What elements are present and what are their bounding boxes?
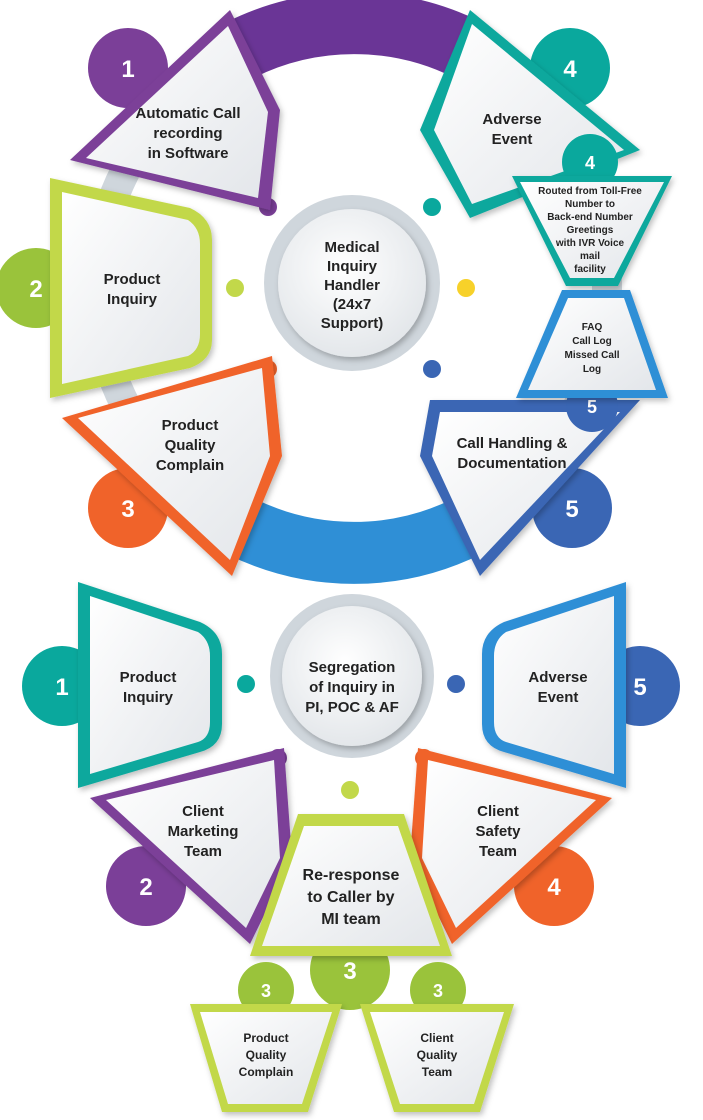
dot-teal bbox=[423, 198, 441, 216]
item-line: recording bbox=[153, 125, 222, 142]
top-sub-4: 4 Routed from Toll-Free Number to Back-e… bbox=[512, 134, 672, 286]
bottom-sub-right: 3 Client Quality Team bbox=[360, 962, 514, 1112]
sub-line: Greetings bbox=[567, 225, 614, 236]
bottom-item-2: 2 Client Marketing Team bbox=[90, 748, 292, 944]
item-line: MI team bbox=[321, 911, 381, 928]
number-label: 5 bbox=[587, 397, 597, 417]
item-line: Team bbox=[184, 843, 222, 860]
number-label: 3 bbox=[433, 981, 443, 1001]
bottom-item-5: 5 Adverse Event bbox=[482, 582, 680, 788]
dot-green bbox=[341, 781, 359, 799]
sub-line: FAQ bbox=[582, 322, 603, 333]
bottom-item-3: 3 Re-response to Caller by MI team bbox=[250, 814, 452, 1010]
number-label: 4 bbox=[547, 874, 561, 901]
dot-yellow bbox=[457, 279, 475, 297]
number-label: 3 bbox=[121, 496, 134, 523]
item-line: Quality bbox=[165, 437, 217, 454]
item-line: Complain bbox=[156, 457, 224, 474]
number-label: 1 bbox=[55, 674, 68, 701]
item-line: Client bbox=[477, 803, 519, 820]
item-line: Re-response bbox=[303, 867, 400, 884]
number-label: 2 bbox=[29, 276, 42, 303]
item-line: Event bbox=[492, 131, 533, 148]
sub-line: Quality bbox=[417, 1048, 458, 1062]
top-item-2: 2 Product Inquiry bbox=[0, 178, 212, 398]
sub-line: Client bbox=[420, 1031, 453, 1045]
number-label: 5 bbox=[565, 496, 578, 523]
sub-line: facility bbox=[574, 264, 606, 275]
item-line: Inquiry bbox=[123, 689, 174, 706]
sub-line: Missed Call bbox=[564, 350, 619, 361]
number-label: 4 bbox=[585, 153, 595, 173]
dot-teal bbox=[237, 675, 255, 693]
item-line: Team bbox=[479, 843, 517, 860]
bottom-sub-left: 3 Product Quality Complain bbox=[190, 962, 342, 1112]
item-line: Adverse bbox=[528, 669, 587, 686]
item-line: Product bbox=[120, 669, 177, 686]
number-label: 3 bbox=[343, 958, 356, 985]
number-label: 1 bbox=[121, 56, 134, 83]
item-line: Automatic Call bbox=[135, 105, 240, 122]
item-line: Event bbox=[538, 689, 579, 706]
sub-line: Quality bbox=[246, 1048, 287, 1062]
item-line: Client bbox=[182, 803, 224, 820]
top-item-1: 1 Automatic Call recording in Software bbox=[70, 10, 280, 210]
top-center-line: Medical bbox=[324, 239, 379, 256]
item-line: Marketing bbox=[168, 823, 239, 840]
bottom-center-line: of Inquiry in bbox=[309, 679, 395, 696]
number-label: 4 bbox=[563, 56, 577, 83]
item-line: Documentation bbox=[457, 455, 566, 472]
item-line: Safety bbox=[475, 823, 521, 840]
sub-line: with IVR Voice bbox=[555, 238, 625, 249]
dot-blue bbox=[447, 675, 465, 693]
dot-blue bbox=[423, 360, 441, 378]
item-line: to Caller by bbox=[307, 889, 394, 906]
top-center-node: Medical Inquiry Handler (24x7 Support) bbox=[264, 195, 440, 371]
sub-line: Number to bbox=[565, 199, 615, 210]
top-center-line: Support) bbox=[321, 315, 383, 332]
sub-line: Routed from Toll-Free bbox=[538, 186, 642, 197]
bottom-item-1: 1 Product Inquiry bbox=[22, 582, 222, 788]
item-line: Product bbox=[162, 417, 219, 434]
number-label: 5 bbox=[633, 674, 646, 701]
top-center-line: (24x7 bbox=[333, 296, 371, 313]
bottom-item-4: 4 Client Safety Team bbox=[410, 748, 612, 944]
item-line: Inquiry bbox=[107, 291, 158, 308]
bottom-center-line: PI, POC & AF bbox=[305, 699, 399, 716]
item-line: Call Handling & bbox=[457, 435, 568, 452]
bottom-center-line: Segregation bbox=[309, 659, 396, 676]
top-center-line: Inquiry bbox=[327, 258, 378, 275]
dot-green bbox=[226, 279, 244, 297]
item-line: in Software bbox=[148, 145, 229, 162]
top-center-line: Handler bbox=[324, 277, 380, 294]
top-item-5: 5 Call Handling & Documentation bbox=[420, 400, 640, 576]
sub-line: Complain bbox=[239, 1065, 294, 1079]
number-label: 3 bbox=[261, 981, 271, 1001]
sub-line: Back-end Number bbox=[547, 212, 633, 223]
item-line: Product bbox=[104, 271, 161, 288]
sub-line: Team bbox=[422, 1065, 452, 1079]
bottom-center-node: Segregation of Inquiry in PI, POC & AF bbox=[270, 594, 434, 758]
sub-line: Log bbox=[583, 364, 601, 375]
top-sub-5: 5 FAQ Call Log Missed Call Log bbox=[516, 290, 668, 432]
sub-line: mail bbox=[580, 251, 600, 262]
sub-line: Product bbox=[243, 1031, 288, 1045]
sub-line: Call Log bbox=[572, 336, 611, 347]
item-line: Adverse bbox=[482, 111, 541, 128]
number-label: 2 bbox=[139, 874, 152, 901]
top-item-3: 3 Product Quality Complain bbox=[62, 356, 282, 576]
